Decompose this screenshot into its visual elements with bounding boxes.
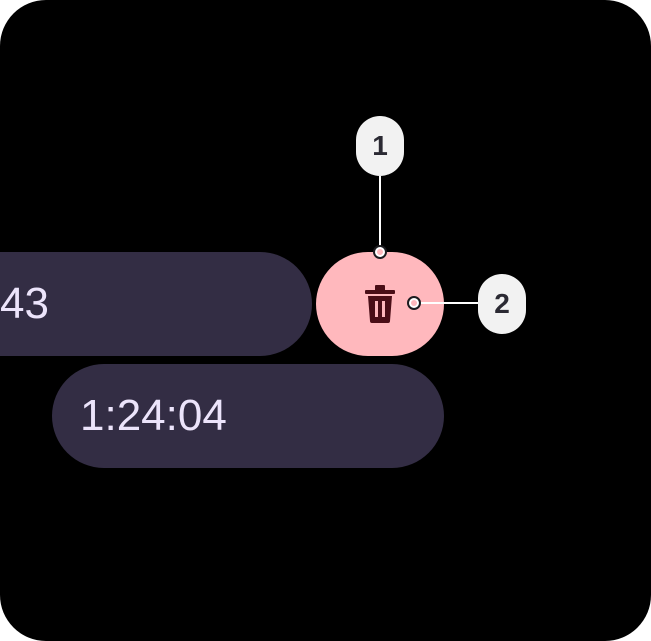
lap-time-chip[interactable]: 43 bbox=[0, 252, 312, 356]
callout-line bbox=[379, 176, 381, 246]
callout-badge: 1 bbox=[356, 116, 404, 176]
callout-anchor bbox=[373, 245, 387, 259]
callout-line bbox=[420, 302, 478, 304]
callout-badge: 2 bbox=[478, 274, 526, 334]
callout-anchor bbox=[407, 296, 421, 310]
trash-icon bbox=[365, 285, 395, 323]
lap-time-label: 1:24:04 bbox=[80, 391, 227, 440]
lap-time-chip[interactable]: 1:24:04 bbox=[52, 364, 444, 468]
lap-time-label: 43 bbox=[0, 279, 49, 328]
delete-button[interactable] bbox=[316, 252, 444, 356]
